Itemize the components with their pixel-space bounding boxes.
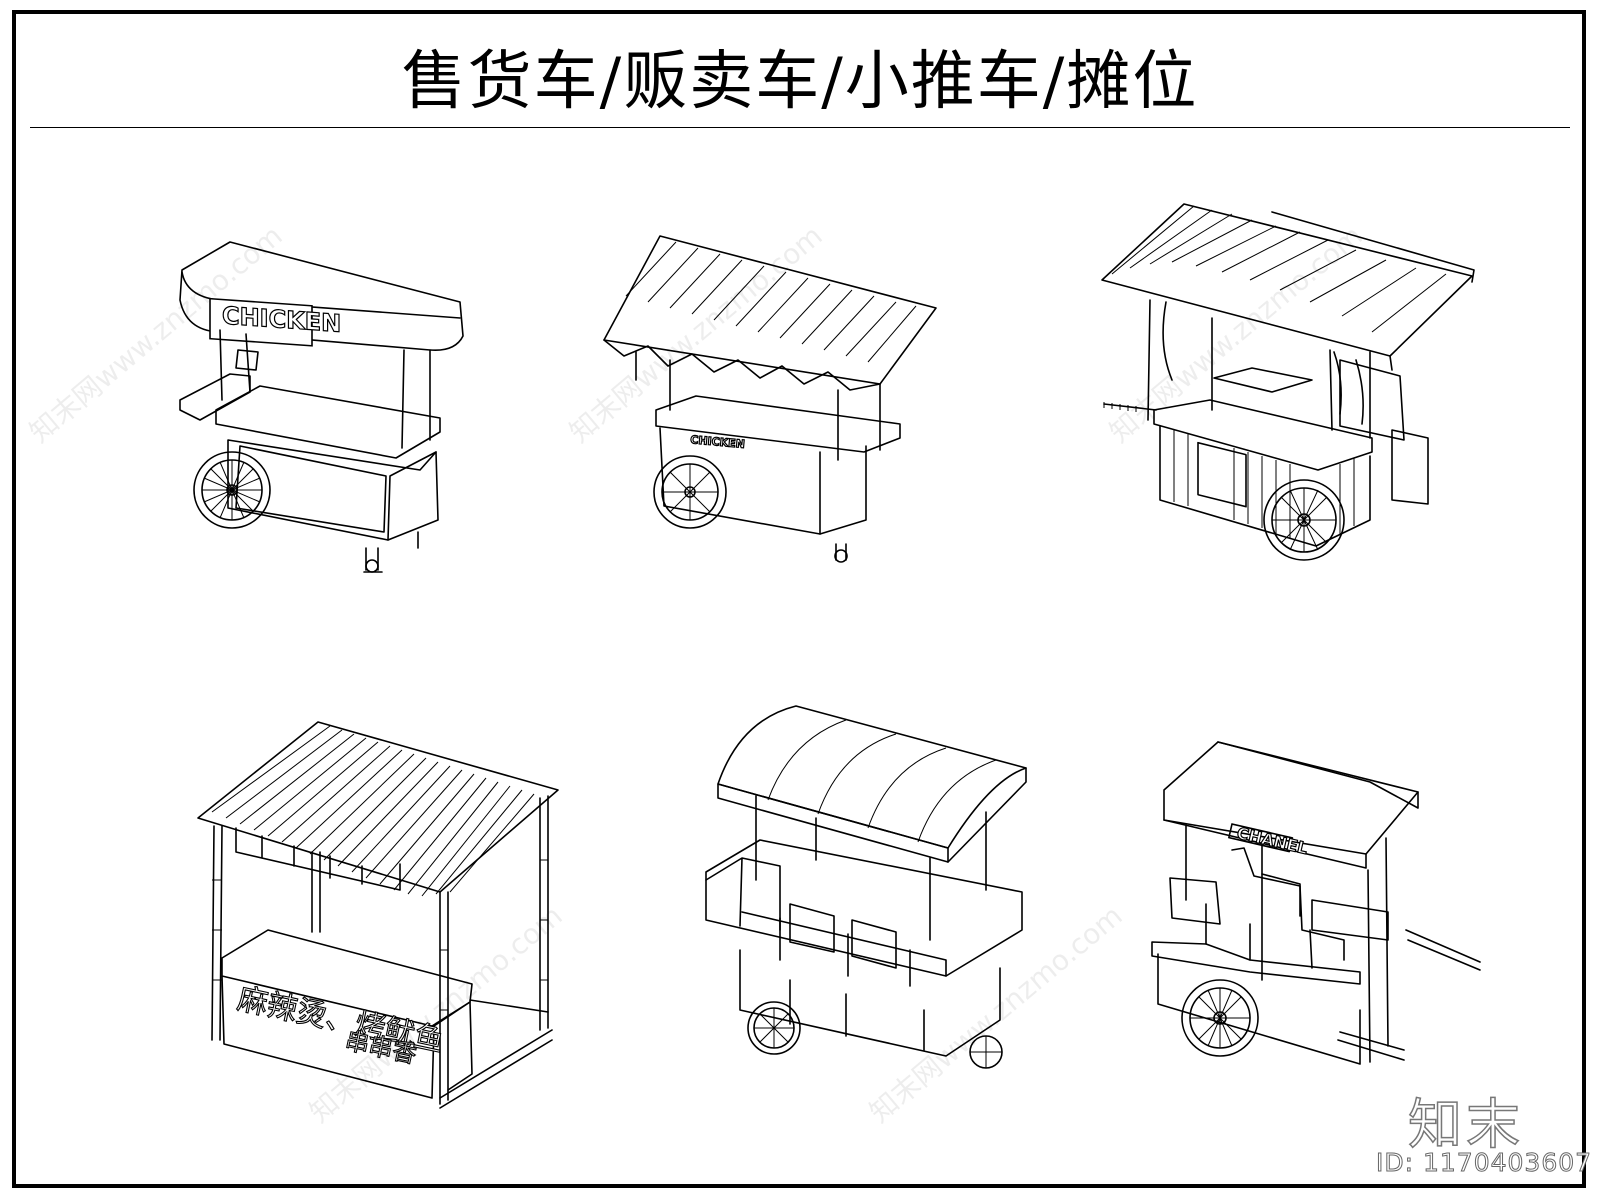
cart-6-chanel-shelf-cart: CHANEL — [1151, 741, 1481, 1065]
brand-logo-mark: 知末 — [1407, 1092, 1524, 1157]
sheet-title: 售货车/贩卖车/小推车/摊位 — [401, 45, 1199, 119]
cart-2-sign: CHICKEN — [690, 433, 746, 451]
cart-2-striped-awning-cart: CHICKEN — [603, 235, 937, 563]
title-band: 售货车/贩卖车/小推车/摊位 — [30, 34, 1570, 128]
image-id-label: ID: 1170403607 — [1375, 1148, 1593, 1178]
cart-5-arched-canopy-cart — [705, 705, 1027, 1069]
drawing-sheet-border — [12, 10, 1586, 1188]
cart-1-chicken-cart: CHICKEN — [179, 241, 464, 573]
cart-4-bamboo-stall: 麻辣烫、烤鱿鱼 串串香 — [197, 721, 559, 1109]
cart-3-wooden-kiosk-cart — [1101, 203, 1475, 561]
